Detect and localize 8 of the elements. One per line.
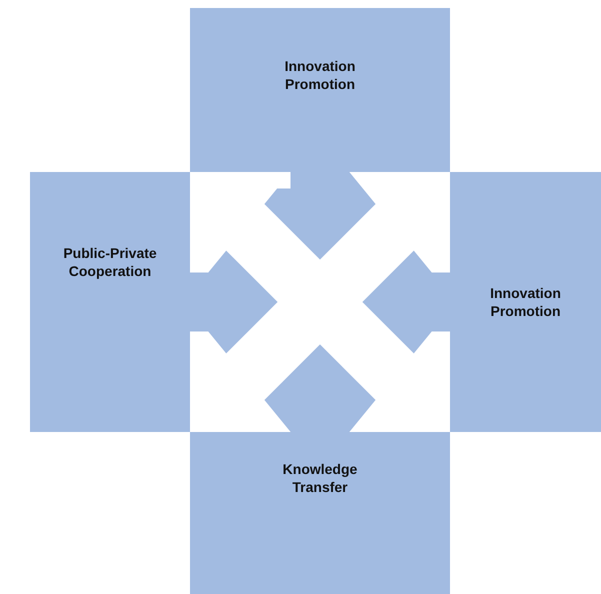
topic-box — [190, 8, 450, 172]
box-label: Knowledge Transfer — [282, 460, 358, 496]
topic-box — [190, 432, 450, 594]
topic-box — [450, 172, 601, 432]
box-label: Innovation Promotion — [284, 57, 356, 93]
box-label: Innovation Promotion — [489, 284, 562, 320]
topic-box — [30, 172, 190, 432]
box-label: Public-Private Cooperation — [62, 244, 158, 280]
